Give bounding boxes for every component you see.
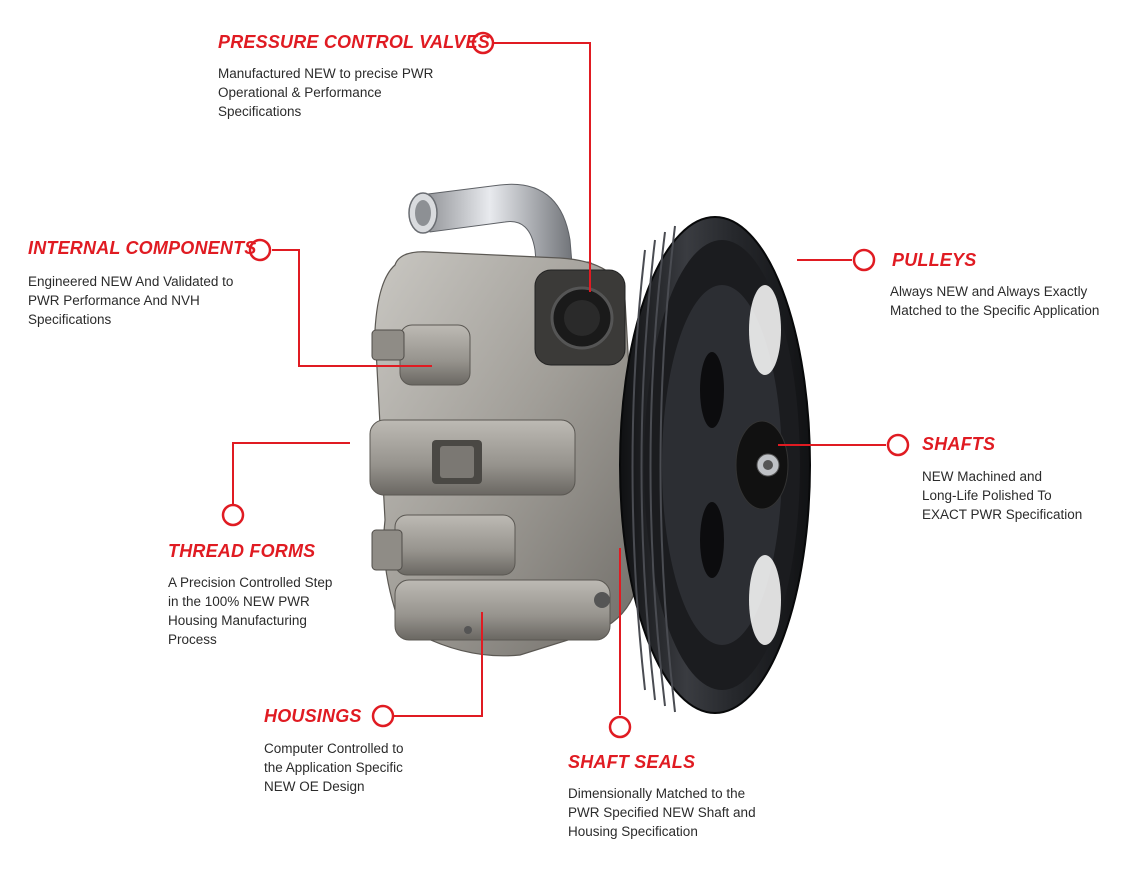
desc-pressure-control-valves: Manufactured NEW to precise PWR Operatio…: [218, 66, 434, 119]
leader-lines: [232, 42, 886, 717]
marker-shafts: [886, 433, 910, 457]
marker-pressure-control-valves: [471, 31, 495, 55]
desc-shafts: NEW Machined and Long-Life Polished To E…: [922, 469, 1083, 522]
title-pressure-control-valves: PRESSURE CONTROL VALVES: [218, 32, 490, 52]
desc-pulleys: Always NEW and Always Exactly Matched to…: [890, 284, 1100, 318]
title-internal-components: INTERNAL COMPONENTS: [28, 238, 257, 258]
desc-thread-forms: A Precision Controlled Step in the 100% …: [168, 575, 333, 647]
leader-housings: [394, 612, 483, 717]
desc-internal-components: Engineered NEW And Validated to PWR Perf…: [28, 274, 234, 327]
pump-housing: [369, 251, 641, 657]
leader-internal-components: [272, 249, 432, 367]
marker-thread-forms: [221, 503, 245, 527]
title-pulleys: PULLEYS: [892, 250, 977, 270]
title-shaft-seals: SHAFT SEALS: [568, 752, 696, 772]
leader-thread-forms: [232, 442, 350, 504]
marker-shaft-seals: [608, 715, 632, 739]
callout-markers: [221, 31, 910, 739]
title-thread-forms: THREAD FORMS: [168, 541, 316, 561]
desc-housings: Computer Controlled to the Application S…: [264, 741, 404, 794]
marker-pulleys: [852, 248, 876, 272]
title-housings: HOUSINGS: [264, 706, 362, 726]
marker-internal-components: [248, 238, 272, 262]
desc-shaft-seals: Dimensionally Matched to the PWR Specifi…: [568, 786, 756, 839]
marker-housings: [371, 704, 395, 728]
title-shafts: SHAFTS: [922, 434, 996, 454]
pulley: [619, 216, 811, 714]
leader-pressure-control-valves: [494, 42, 591, 292]
